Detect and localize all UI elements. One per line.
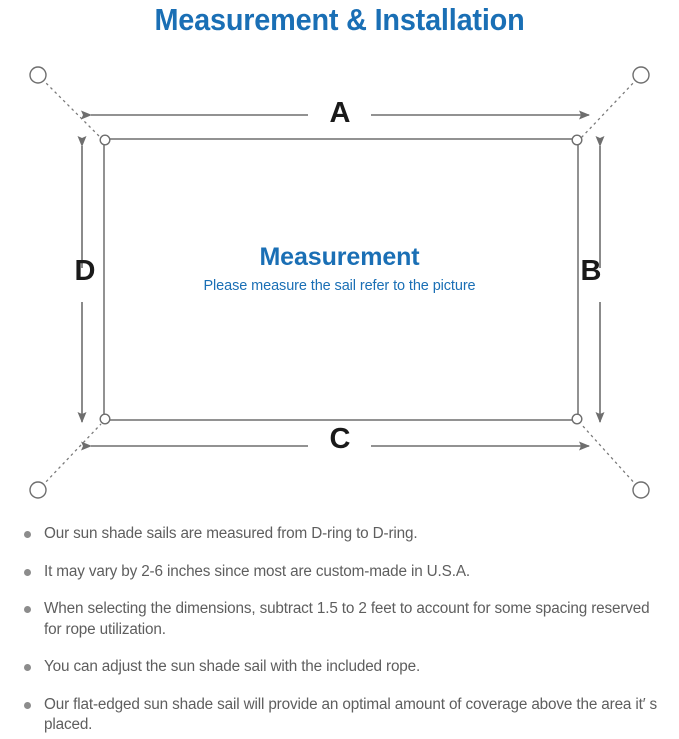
dimension-label-c: C: [329, 423, 351, 455]
page-title: Measurement & Installation: [154, 2, 525, 37]
bullet-icon: [24, 568, 31, 576]
bullet-icon: [24, 606, 31, 613]
bullet-icon: [24, 664, 31, 671]
list-item: You can adjust the sun shade sail with t…: [14, 657, 665, 678]
bullet-icon: [24, 701, 31, 709]
diagram-svg: [29, 66, 650, 499]
note-text: It may vary by 2-6 inches since most are…: [44, 562, 470, 580]
anchor-top-right: [632, 66, 650, 84]
dimension-label-b: B: [580, 255, 602, 287]
d-ring-bottom-right: [571, 413, 583, 425]
notes-list: Our sun shade sails are measured from D-…: [0, 524, 679, 736]
dimension-label-d: D: [74, 255, 96, 287]
rope-bottom-right: [580, 423, 638, 487]
anchor-points: [29, 66, 650, 499]
d-ring-top-left: [99, 134, 111, 146]
bullet-icon: [24, 531, 31, 538]
anchor-bottom-right: [632, 481, 650, 499]
rope-bottom-left: [41, 423, 102, 487]
list-item: Our sun shade sails are measured from D-…: [14, 524, 665, 545]
note-text: Our flat-edged sun shade sail will provi…: [44, 695, 658, 734]
anchor-ropes: [41, 78, 638, 487]
note-text: When selecting the dimensions, subtract …: [44, 600, 650, 638]
rope-top-left: [41, 78, 102, 139]
d-ring-bottom-left: [99, 413, 111, 425]
note-text: You can adjust the sun shade sail with t…: [44, 658, 421, 675]
list-item: When selecting the dimensions, subtract …: [14, 599, 665, 640]
sail-rectangle: [103, 138, 579, 421]
anchor-top-left: [29, 66, 47, 84]
d-rings: [99, 134, 583, 425]
note-text: Our sun shade sails are measured from D-…: [44, 525, 418, 542]
rope-top-right: [580, 78, 638, 139]
d-ring-top-right: [571, 134, 583, 146]
list-item: Our flat-edged sun shade sail will provi…: [14, 695, 665, 736]
anchor-bottom-left: [29, 481, 47, 499]
measurement-diagram: Measurement Please measure the sail refe…: [0, 50, 679, 520]
list-item: It may vary by 2-6 inches since most are…: [14, 562, 665, 583]
dimension-label-a: A: [329, 97, 351, 129]
